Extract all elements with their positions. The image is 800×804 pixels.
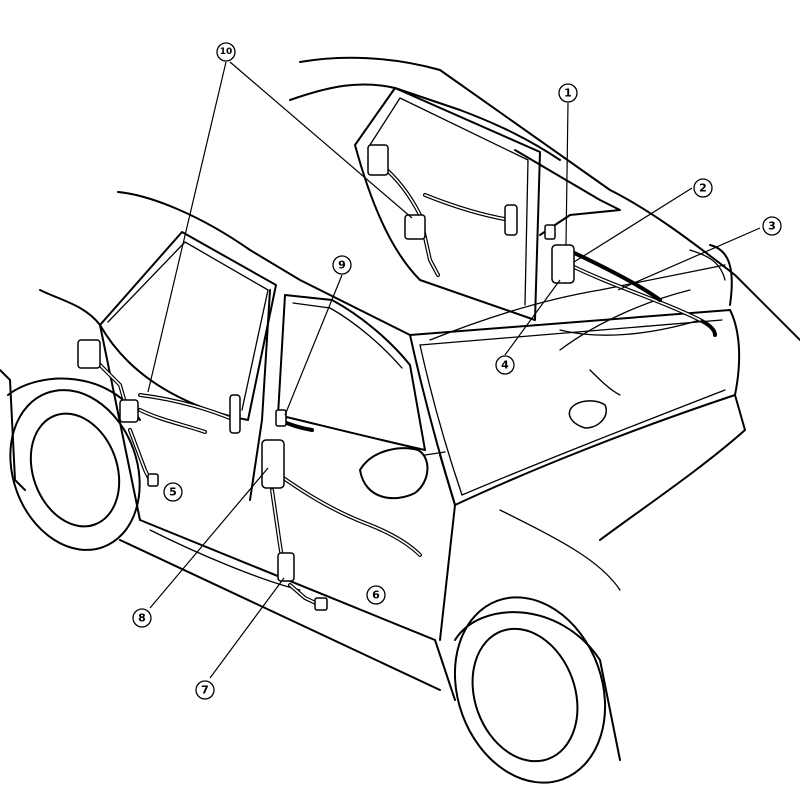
leader-lines xyxy=(147,61,761,679)
lock-cables-and-actuators xyxy=(77,144,717,611)
svg-text:4: 4 xyxy=(501,359,509,372)
callout-1: 1 xyxy=(558,83,578,103)
callout-6: 6 xyxy=(366,585,386,605)
svg-text:1: 1 xyxy=(564,87,572,100)
callout-4: 4 xyxy=(495,355,515,375)
svg-text:9: 9 xyxy=(338,259,346,272)
callout-10: 10 xyxy=(216,42,236,62)
front-door-lock-actuator xyxy=(261,439,285,489)
svg-text:8: 8 xyxy=(138,612,146,625)
callout-9: 9 xyxy=(332,255,352,275)
svg-text:3: 3 xyxy=(768,220,776,233)
callout-labels: 10 1 2 3 4 9 5 6 xyxy=(132,42,782,700)
callout-5: 5 xyxy=(163,482,183,502)
svg-text:2: 2 xyxy=(699,182,707,195)
svg-text:5: 5 xyxy=(169,486,177,499)
callout-7: 7 xyxy=(195,680,215,700)
rear-door-lock-actuator xyxy=(77,339,101,369)
car-body-outline xyxy=(0,56,800,784)
callout-2: 2 xyxy=(693,178,713,198)
callout-8: 8 xyxy=(132,608,152,628)
svg-text:7: 7 xyxy=(201,684,209,697)
callout-3: 3 xyxy=(762,216,782,236)
svg-text:6: 6 xyxy=(372,589,380,602)
svg-text:10: 10 xyxy=(220,47,233,57)
